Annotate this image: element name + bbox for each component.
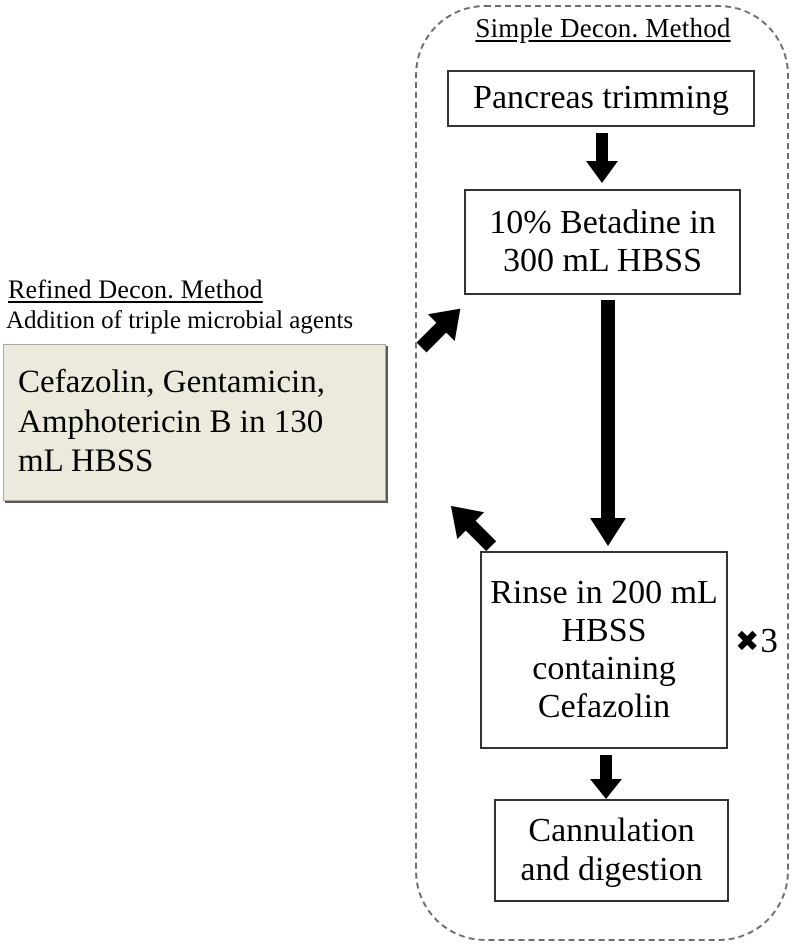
simple-decon-group-boundary bbox=[415, 5, 789, 941]
arrow-betadine-to-agents bbox=[410, 296, 474, 358]
arrow-betadine-to-rinse bbox=[588, 300, 628, 548]
simple-decon-method-title: Simple Decon. Method bbox=[475, 13, 731, 43]
refined-decon-method-title: Refined Decon. Method bbox=[8, 275, 263, 304]
node-rinse-label: Rinse in 200 mL HBSS containing Cefazoli… bbox=[490, 573, 718, 726]
node-triple-microbial-agents-label: Cefazolin, Gentamicin, Amphotericin B in… bbox=[18, 364, 325, 480]
node-cannulation-digestion-label: Cannulation and digestion bbox=[520, 812, 703, 888]
repeat-count-value: 3 bbox=[760, 621, 778, 660]
node-triple-microbial-agents: Cefazolin, Gentamicin, Amphotericin B in… bbox=[3, 344, 386, 501]
repeat-count-annotation: ✖ 3 bbox=[735, 623, 778, 658]
arrow-rinse-to-cannulation bbox=[588, 755, 624, 801]
multiply-icon: ✖ bbox=[735, 624, 760, 658]
node-pancreas-trimming: Pancreas trimming bbox=[447, 70, 755, 127]
node-pancreas-trimming-label: Pancreas trimming bbox=[473, 79, 729, 117]
refined-decon-method-subtitle: Addition of triple microbial agents bbox=[6, 307, 354, 334]
arrow-pancreas-to-betadine bbox=[584, 133, 620, 185]
node-betadine-label: 10% Betadine in 300 mL HBSS bbox=[489, 203, 716, 279]
arrow-agents-to-rinse bbox=[437, 492, 503, 558]
node-cannulation-digestion: Cannulation and digestion bbox=[494, 799, 729, 902]
node-rinse: Rinse in 200 mL HBSS containing Cefazoli… bbox=[480, 551, 728, 749]
node-betadine: 10% Betadine in 300 mL HBSS bbox=[464, 189, 741, 295]
